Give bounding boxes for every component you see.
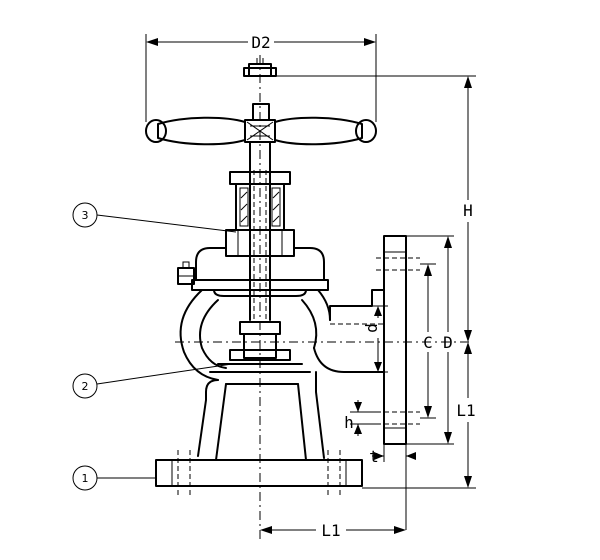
label-h-bolt: h — [344, 413, 354, 432]
callout-number: 2 — [82, 380, 89, 393]
callout-1: 1 — [72, 465, 156, 491]
label-t: t — [369, 447, 379, 466]
valve-body — [179, 289, 385, 461]
label-l1-right: L1 — [456, 401, 475, 420]
right-flange — [376, 235, 420, 445]
callout-3: 3 — [72, 202, 237, 233]
bottom-flange — [155, 450, 363, 496]
callout-2: 2 — [72, 363, 233, 399]
label-h: H — [463, 201, 473, 220]
dimension-h-bolt: h — [344, 400, 380, 436]
label-d-bore: d — [362, 323, 381, 333]
label-d2: D2 — [251, 33, 270, 52]
label-l1-bottom: L1 — [321, 521, 340, 540]
callout-number: 1 — [82, 472, 89, 485]
callout-number: 3 — [82, 209, 89, 222]
dimension-d2: D2 — [145, 33, 377, 122]
dimension-d-outer: D — [406, 235, 454, 445]
stem-nut — [243, 58, 277, 121]
bonnet — [177, 247, 329, 297]
dimension-d-bore: d — [362, 305, 388, 373]
label-d-outer: D — [443, 333, 453, 352]
label-c: C — [423, 333, 433, 352]
dimension-t: t — [369, 444, 416, 530]
handwheel — [145, 116, 377, 146]
yoke — [225, 171, 295, 257]
dimension-h: H — [272, 75, 476, 342]
dimension-l1-bottom: L1 — [260, 521, 406, 540]
dimension-l1-right: L1 — [362, 342, 476, 489]
dimension-c: C — [420, 263, 436, 419]
